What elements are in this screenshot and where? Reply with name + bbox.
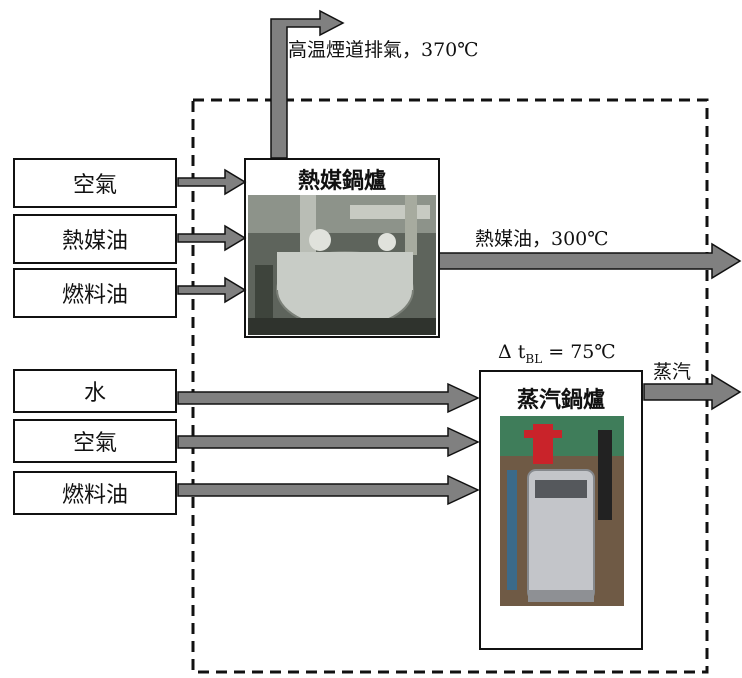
- exhaust-arrow: [270, 9, 345, 159]
- boiler-photo: [500, 416, 624, 606]
- input-label: 熱媒油: [61, 229, 128, 254]
- boiler-box: [479, 370, 643, 650]
- input-box-thermal-oil: 熱媒油: [13, 214, 177, 264]
- input-label: 空氣: [72, 173, 117, 198]
- input-label: 水: [83, 381, 106, 406]
- fuel-to-boiler-arrow: [177, 474, 480, 506]
- oil-to-heater-arrow: [177, 224, 247, 252]
- water-to-boiler-arrow: [177, 382, 480, 414]
- input-box-air-top: 空氣: [13, 158, 177, 208]
- input-label: 燃料油: [61, 483, 128, 508]
- thermal-oil-out-label: 熱媒油，300℃: [475, 228, 609, 250]
- fuel-to-heater-arrow: [177, 276, 247, 304]
- input-box-fuel-bottom: 燃料油: [13, 471, 177, 515]
- air-to-boiler-arrow: [177, 426, 480, 458]
- boiler-title: 蒸汽鍋爐: [516, 387, 605, 413]
- heater-box: [244, 158, 440, 338]
- delta-prefix: Δ t: [498, 341, 526, 363]
- exhaust-label: 高温煙道排氣，370℃: [288, 39, 479, 61]
- thermal-oil-out-arrow: [438, 242, 742, 280]
- air-to-heater-arrow: [177, 168, 247, 196]
- heater-photo: [248, 195, 436, 335]
- delta-subscript: BL: [525, 351, 543, 366]
- steam-out-arrow: [643, 373, 742, 411]
- input-label: 空氣: [72, 431, 117, 456]
- input-box-air-bottom: 空氣: [13, 419, 177, 463]
- steam-label: 蒸汽: [653, 361, 692, 383]
- delta-t-label: Δ tBL = 75℃: [498, 341, 616, 366]
- heater-title: 熱媒鍋爐: [297, 168, 386, 194]
- input-box-fuel-top: 燃料油: [13, 268, 177, 318]
- input-box-water: 水: [13, 369, 177, 413]
- delta-suffix: = 75℃: [542, 341, 616, 363]
- input-label: 燃料油: [61, 283, 128, 308]
